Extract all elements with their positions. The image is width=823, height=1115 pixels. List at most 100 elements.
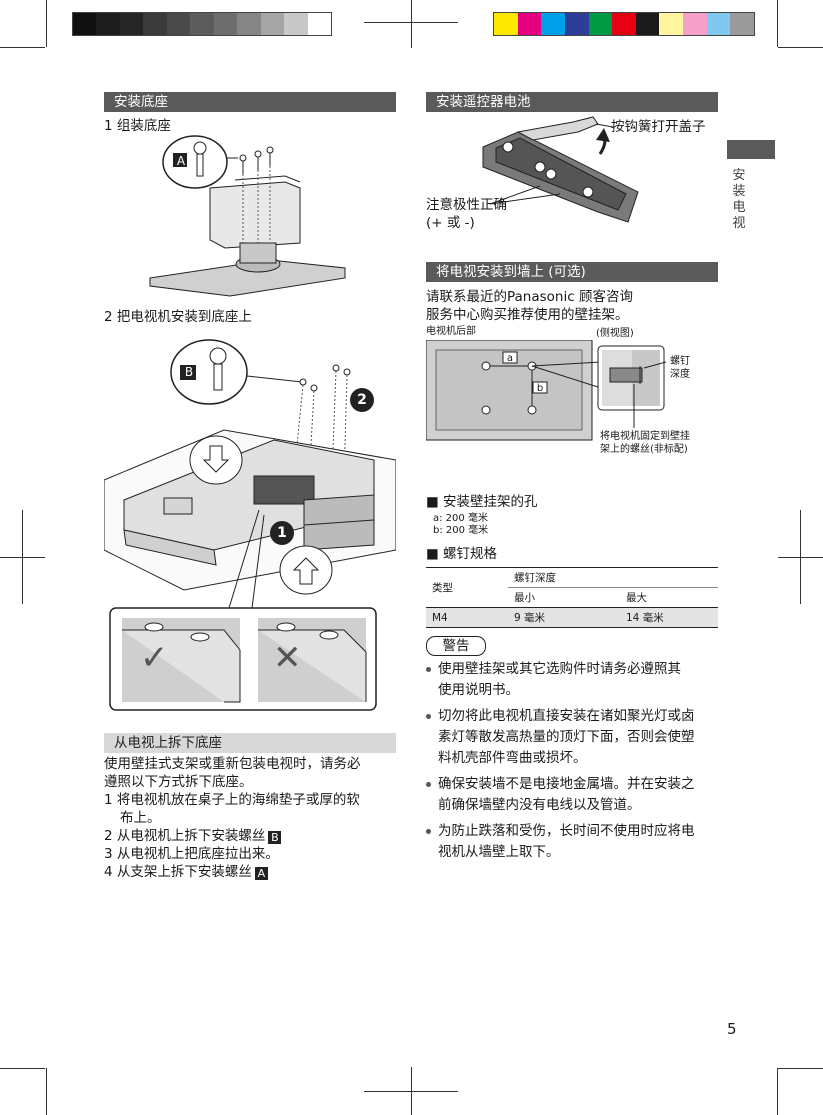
row-type-cell: M4 — [432, 611, 448, 624]
polarity-leader-lines — [490, 185, 561, 205]
tv-back-label: 电视机后部 — [426, 326, 476, 337]
screw-depth-label-2: 深度 — [670, 369, 690, 380]
warning-line: 素灯等散发高热量的顶灯下面，否则会使塑 — [438, 729, 695, 745]
incorrect-cross-icon: ✕ — [273, 638, 302, 678]
warning-line: 料机壳部件弯曲或损坏。 — [438, 750, 587, 766]
bullet-icon — [426, 782, 431, 787]
wall-intro-line-2: 服务中心购买推荐使用的壁挂架。 — [426, 307, 629, 323]
bullet-icon — [426, 667, 431, 672]
tag-b-icon: B — [268, 831, 282, 844]
gray-swatch — [260, 13, 285, 35]
warning-line: 使用壁挂架或其它选购件时请务必遵照其 — [438, 661, 681, 677]
label-a-badge: A — [176, 154, 186, 168]
gray-swatch — [237, 13, 261, 35]
col-type-header: 类型 — [432, 582, 453, 594]
screw-note-line-2: 架上的螺丝(非标配) — [600, 444, 688, 455]
color-swatch — [541, 13, 565, 35]
screw-icon — [193, 141, 207, 177]
table-row: M4 9 毫米 14 毫米 — [426, 607, 718, 628]
screw-depth-label-1: 螺钉 — [670, 356, 690, 367]
screw-spec-heading: ■ 螺钉规格 — [426, 546, 498, 562]
crop-mark — [46, 1068, 47, 1115]
color-swatch — [659, 13, 683, 35]
section-header-install-stand: 安装底座 — [104, 92, 396, 112]
step-1-assemble-stand: 1 组装底座 — [104, 118, 171, 134]
screw-spec-table: 类型 螺钉深度 最小 最大 M4 9 毫米 14 毫米 — [426, 567, 718, 628]
gray-swatch — [119, 13, 144, 35]
gray-swatch — [213, 13, 238, 35]
crop-mark — [411, 1067, 412, 1115]
crop-mark — [778, 1068, 823, 1069]
screw-note-line-1: 将电视机固定到壁挂 — [600, 431, 690, 442]
section-header-remove-stand: 从电视上拆下底座 — [104, 733, 396, 753]
remove-step-3: 3 从电视机上把底座拉出来。 — [104, 846, 279, 862]
remove-step-1-line-2: 布上。 — [120, 810, 161, 826]
crop-mark — [0, 1068, 45, 1069]
mount-holes-heading: ■ 安装壁挂架的孔 — [426, 494, 538, 510]
side-tab-marker — [727, 140, 775, 159]
crop-mark — [46, 0, 47, 47]
col-min-header: 最小 — [514, 592, 535, 604]
color-bar-strip — [493, 12, 755, 36]
dimension-b-label: b — [536, 383, 544, 394]
correct-check-icon: ✓ — [140, 638, 169, 678]
warning-badge: 警告 — [426, 636, 486, 656]
gray-swatch — [166, 13, 191, 35]
color-swatch — [564, 13, 589, 35]
polarity-label: 注意极性正确 — [426, 197, 507, 213]
warning-item: 使用壁挂架或其它选购件时请务必遵照其使用说明书。 — [426, 659, 722, 701]
remove-intro-line-2: 遵照以下方式拆下底座。 — [104, 774, 253, 790]
warning-line: 为防止跌落和受伤，长时间不使用时应将电 — [438, 823, 695, 839]
bullet-icon — [426, 829, 431, 834]
gray-swatch — [143, 13, 167, 35]
color-swatch — [612, 13, 636, 35]
gray-swatch — [190, 13, 214, 35]
warning-line: 使用说明书。 — [438, 682, 519, 698]
side-tab-label: 安装电视 — [732, 168, 746, 231]
step-2-attach-tv: 2 把电视机安装到底座上 — [104, 309, 252, 325]
tv-stand-attach-illustration — [104, 339, 396, 711]
gray-swatch — [96, 13, 120, 35]
hole-spacing-b: b: 200 毫米 — [433, 525, 489, 536]
label-b-badge: B — [184, 365, 194, 379]
stand-assembly-illustration — [149, 135, 346, 297]
color-swatch — [517, 13, 542, 35]
color-swatch — [635, 13, 660, 35]
color-swatch — [683, 13, 707, 35]
grayscale-bar-strip — [72, 12, 332, 36]
wall-mount-diagram — [426, 340, 666, 441]
color-swatch — [588, 13, 613, 35]
gray-swatch — [73, 13, 97, 35]
dimension-a-label: a — [506, 353, 514, 364]
crop-mark — [0, 47, 45, 48]
hole-spacing-a: a: 200 毫米 — [433, 513, 488, 524]
page-number: 5 — [727, 1020, 737, 1038]
section-header-wall-mount: 将电视安装到墙上 (可选) — [426, 262, 718, 282]
warning-item: 确保安装墙不是电接地金属墙。并在安装之前确保墙壁内没有电线以及管道。 — [426, 774, 722, 816]
gray-swatch — [307, 13, 331, 35]
row-max-cell: 14 毫米 — [626, 612, 664, 624]
bullet-icon — [426, 714, 431, 719]
color-swatch — [494, 13, 518, 35]
warning-item: 切勿将此电视机直接安装在诸如聚光灯或卤素灯等散发高热量的顶灯下面，否则会使塑料机… — [426, 706, 722, 769]
gray-swatch — [284, 13, 308, 35]
col-max-header: 最大 — [626, 592, 647, 604]
crop-mark — [778, 47, 823, 48]
side-view-label: (侧视图) — [596, 328, 634, 339]
tag-a-icon: A — [254, 867, 268, 880]
warning-line: 切勿将此电视机直接安装在诸如聚光灯或卤 — [438, 708, 695, 724]
crop-mark — [777, 1068, 778, 1115]
warning-line: 视机从墙壁上取下。 — [438, 844, 560, 860]
remove-intro-line-1: 使用壁挂式支架或重新包装电视时，请务必 — [104, 756, 361, 772]
crop-mark — [777, 0, 778, 47]
crop-mark — [22, 510, 23, 604]
section-header-remote-battery: 安装遥控器电池 — [426, 92, 718, 112]
hook-open-label: 按钩簧打开盖子 — [611, 119, 706, 135]
crop-mark — [800, 510, 801, 604]
row-min-cell: 9 毫米 — [514, 612, 546, 624]
polarity-sub-label: (+ 或 -) — [426, 215, 475, 231]
warning-item: 为防止跌落和受伤，长时间不使用时应将电视机从墙壁上取下。 — [426, 821, 722, 863]
col-depth-header: 螺钉深度 — [508, 567, 718, 588]
